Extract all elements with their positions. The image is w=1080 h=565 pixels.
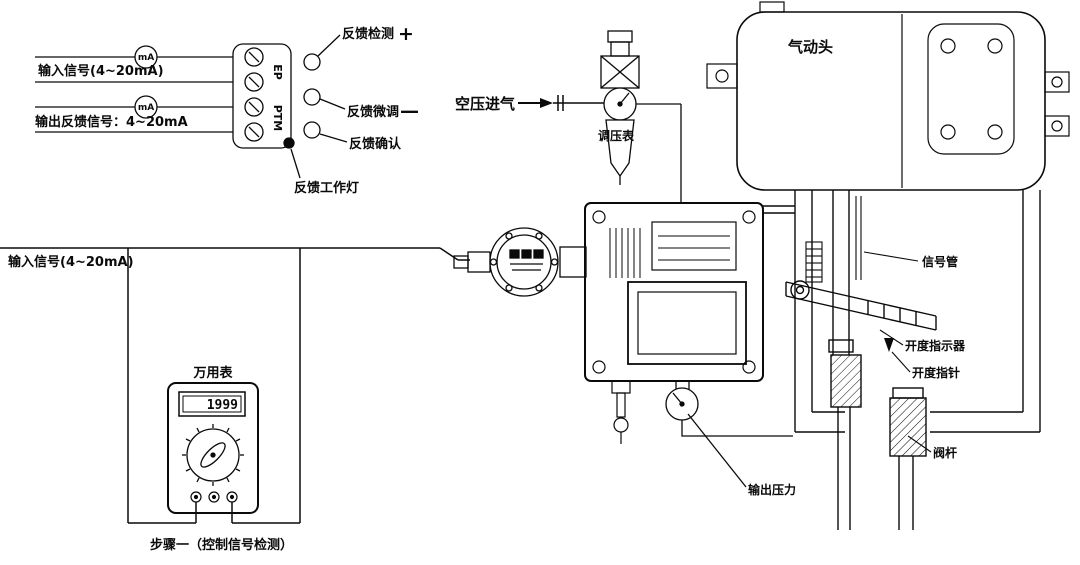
terminal-screws (244, 47, 264, 142)
feedback-confirm-button-icon (303, 121, 321, 139)
terminal-block (232, 43, 292, 149)
feedback-trim-button-icon (303, 88, 321, 106)
feedback-spring (805, 241, 823, 283)
signal-line (0, 247, 470, 524)
cable-gland (453, 227, 587, 297)
feedback-lamp-icon (283, 137, 295, 149)
display-window (627, 281, 747, 365)
multimeter-dial (182, 424, 244, 486)
multimeter-title: 万用表 (192, 365, 233, 381)
ma-meter-label: mA (138, 53, 154, 63)
actuator-head-label: 气动头 (787, 38, 833, 56)
lever-pivot-icon (790, 280, 810, 300)
feedback-lamp-label: 反馈工作灯 (294, 180, 359, 196)
terminal-ptm-label: PTM (271, 105, 284, 132)
opening-pointer-label: 开度指针 (912, 365, 960, 380)
ma-meter-label: mA (138, 103, 154, 113)
multimeter-jacks (190, 491, 238, 503)
valve-stem-assembly (830, 354, 927, 530)
feedback-detect-sign: + (398, 23, 414, 45)
output-pressure-label: 输出压力 (748, 482, 796, 497)
vent-assembly (611, 380, 631, 444)
multimeter-display (178, 391, 246, 417)
terminal-ep-label: EP (271, 64, 284, 80)
output-pressure-gauge (665, 380, 793, 488)
signal-tube-label: 信号管 (922, 254, 958, 269)
multimeter-reading: 1999 (207, 398, 238, 413)
positioner-body (584, 202, 795, 382)
step-caption: 步骤一（控制信号检测） (150, 537, 293, 553)
yoke-frame (785, 190, 1041, 530)
multimeter (167, 382, 259, 514)
pressure-regulator (600, 30, 682, 203)
right-leaders (863, 251, 932, 453)
signal-line-label: 输入信号(4~20mA) (8, 254, 134, 270)
opening-indicator-label: 开度指示器 (905, 338, 966, 353)
input-signal-label: 输入信号(4~20mA) (38, 63, 164, 79)
output-feedback-label: 输出反馈信号：4~20mA (35, 114, 188, 130)
feedback-detect-label: 反馈检测 (342, 26, 394, 42)
arrow-right-icon (540, 98, 553, 108)
cooling-fins (609, 228, 641, 278)
valve-stem-label: 阀杆 (933, 445, 957, 460)
feedback-trim-label: 反馈微调 (347, 104, 399, 120)
feedback-confirm-label: 反馈确认 (349, 136, 402, 152)
air-inlet-label: 空压进气 (455, 95, 515, 113)
nameplate (651, 221, 737, 271)
actuator-head (706, 1, 1070, 191)
feedback-trim-sign: — (400, 100, 419, 122)
feedback-detect-button-icon (303, 53, 321, 71)
air-inlet (518, 95, 604, 111)
opening-pointer-icon (884, 338, 894, 352)
regulator-gauge-label: 调压表 (598, 128, 635, 143)
wiring-section (35, 34, 348, 179)
feedback-lever (785, 280, 937, 352)
